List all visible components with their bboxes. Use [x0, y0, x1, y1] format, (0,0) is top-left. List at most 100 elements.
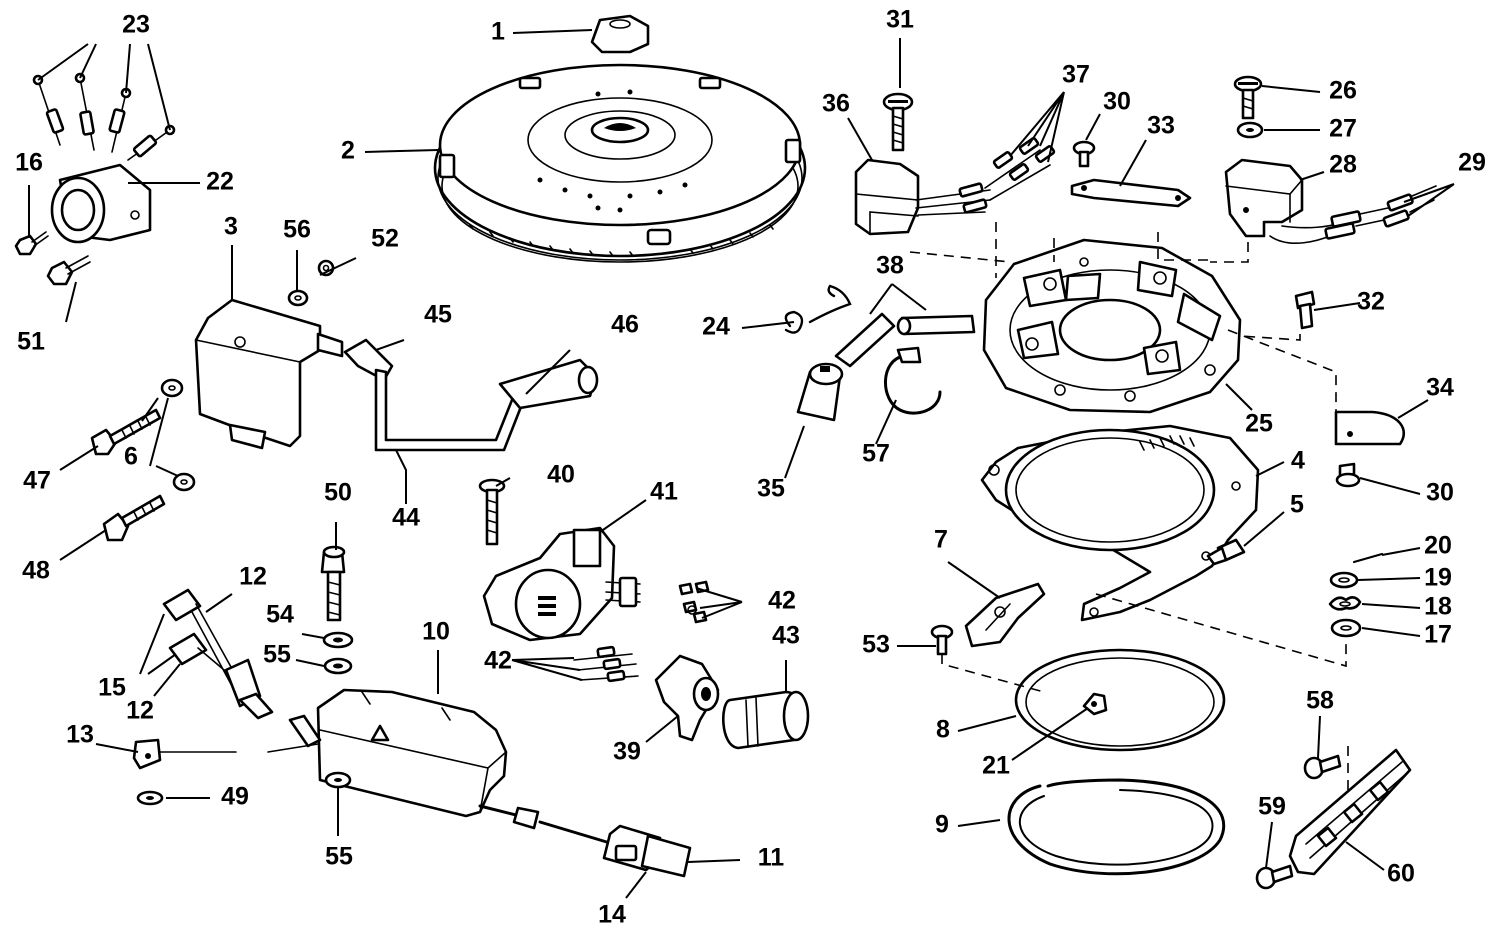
cable-connector-part — [478, 804, 692, 878]
sensor-36-part — [854, 149, 1051, 236]
callout-49: 49 — [221, 783, 249, 811]
callout-2: 2 — [341, 137, 355, 165]
callout-58: 58 — [1306, 687, 1334, 715]
callout-41: 41 — [650, 478, 678, 506]
callout-17: 17 — [1424, 621, 1452, 649]
callout-36: 36 — [822, 90, 850, 118]
sleeve-43-part — [721, 690, 810, 750]
temperature-sensor-part — [796, 362, 844, 422]
bracket-33-part — [1070, 178, 1192, 208]
sensor-28-part — [1224, 158, 1304, 238]
ground-terminal-13-part — [132, 738, 162, 770]
ignition-coil-part — [194, 298, 344, 450]
terminal-pins-part — [32, 72, 176, 161]
callout-47: 47 — [23, 467, 51, 495]
callout-54: 54 — [266, 601, 294, 629]
callout-3: 3 — [224, 213, 238, 241]
leader-lines — [28, 29, 1455, 899]
screw-58-part — [1303, 754, 1342, 780]
callout-28: 28 — [1329, 151, 1357, 179]
callout-21: 21 — [982, 752, 1010, 780]
washer-19-part — [1329, 571, 1359, 589]
terminals-37-part — [958, 137, 1056, 214]
callout-29: 29 — [1458, 149, 1486, 177]
callout-10: 10 — [422, 618, 450, 646]
callout-55b: 55 — [325, 843, 353, 871]
callout-56: 56 — [283, 216, 311, 244]
pin-20-part — [1352, 552, 1384, 564]
callout-8: 8 — [936, 716, 950, 744]
plate-34-part — [1334, 410, 1406, 446]
callout-labels: 1 2 3 4 5 6 7 8 9 10 11 12 12 13 14 15 1… — [15, 6, 1486, 929]
callout-18: 18 — [1424, 593, 1452, 621]
flywheel-nut-part — [590, 14, 650, 54]
callout-15: 15 — [98, 674, 126, 702]
callout-44: 44 — [392, 504, 420, 532]
callout-43: 43 — [772, 622, 800, 650]
callout-1: 1 — [491, 18, 505, 46]
pin-5-part — [1206, 538, 1246, 566]
bolt-47-part — [90, 408, 162, 456]
shoe-7-part — [964, 582, 1046, 648]
callout-35: 35 — [757, 475, 785, 503]
clip-part — [784, 284, 852, 334]
callout-26: 26 — [1329, 77, 1357, 105]
callout-60: 60 — [1387, 860, 1415, 888]
callout-16: 16 — [15, 149, 43, 177]
callout-4: 4 — [1291, 447, 1305, 475]
callout-38: 38 — [876, 252, 904, 280]
power-pack-part — [316, 688, 508, 818]
terminals-42-right-part — [678, 580, 710, 624]
callout-40: 40 — [547, 461, 575, 489]
callout-19: 19 — [1424, 564, 1452, 592]
callout-5: 5 — [1290, 491, 1304, 519]
bolt-50-part — [320, 545, 346, 622]
terminals-42-left-part — [573, 645, 639, 683]
connectors-12-part — [162, 588, 274, 720]
callout-30b: 30 — [1426, 479, 1454, 507]
callout-37: 37 — [1062, 61, 1090, 89]
callout-48: 48 — [22, 557, 50, 585]
callout-30a: 30 — [1103, 88, 1131, 116]
callout-12b: 12 — [126, 697, 154, 725]
washer-56-part — [287, 289, 309, 307]
lockwasher-49-part — [136, 790, 164, 806]
callout-20: 20 — [1424, 532, 1452, 560]
connector-housing-part — [50, 163, 152, 244]
assembly-lines — [909, 222, 1349, 790]
callout-6: 6 — [124, 443, 138, 471]
timer-base-part — [980, 424, 1260, 622]
spark-plug-lead-part — [343, 338, 599, 452]
ring-part — [1007, 778, 1226, 876]
ground-wire-part — [155, 714, 322, 753]
callout-14: 14 — [598, 901, 626, 929]
callout-31: 31 — [886, 6, 914, 34]
hose-clamp-part — [884, 346, 942, 415]
screw-59-part — [1255, 864, 1294, 890]
callout-59: 59 — [1258, 793, 1286, 821]
retainer-plate-part — [1014, 648, 1226, 752]
callout-13: 13 — [66, 721, 94, 749]
callout-32: 32 — [1357, 288, 1385, 316]
callout-24: 24 — [702, 313, 730, 341]
callout-39: 39 — [613, 738, 641, 766]
wave-washer-18-part — [1328, 596, 1362, 611]
screw-16-part — [14, 231, 49, 256]
screw-26-part — [1233, 75, 1263, 120]
callout-27: 27 — [1329, 115, 1357, 143]
screw-32-part — [1294, 290, 1316, 330]
callout-9: 9 — [935, 811, 949, 839]
callout-42b: 42 — [484, 647, 512, 675]
screw-30-top-part — [1072, 140, 1096, 168]
sensor-41-part — [482, 526, 641, 642]
screw-30-lower-part — [1335, 462, 1361, 488]
washer-54-part — [322, 631, 354, 649]
callout-57: 57 — [862, 440, 890, 468]
flywheel-part — [433, 63, 807, 263]
callout-7: 7 — [934, 526, 948, 554]
sensor-39-part — [654, 654, 720, 742]
callout-51: 51 — [17, 328, 45, 356]
screw-51-part — [46, 255, 91, 286]
screw-53-part — [930, 624, 954, 656]
